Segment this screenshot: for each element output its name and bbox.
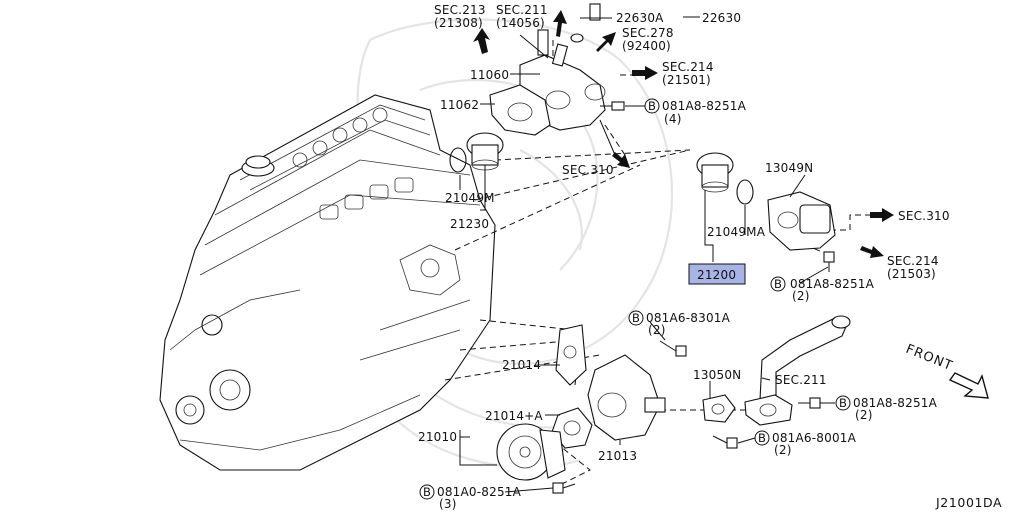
label-081a6-8301a: 081A6-8301A [646, 311, 731, 325]
label-21230: 21230 [450, 217, 489, 231]
label-13049n: 13049N [765, 161, 813, 175]
label-11060: 11060 [470, 68, 509, 82]
circle-b-icon: B [644, 98, 660, 114]
arrow-sec211-top [553, 10, 567, 37]
label-sec211-top: SEC.211 [496, 3, 548, 17]
svg-text:B: B [758, 431, 766, 445]
label-081a8-8251a-right-qty: (2) [792, 289, 810, 303]
circle-b-icon: B [754, 430, 770, 446]
label-21010: 21010 [418, 430, 457, 444]
label-081a0-8251a: 081A0-8251A [437, 485, 522, 499]
label-sec213-sub: (21308) [434, 16, 483, 30]
label-sec214-right: SEC.214 [887, 254, 939, 268]
label-081a6-8001a-qty: (2) [774, 443, 792, 457]
label-21013: 21013 [598, 449, 637, 463]
label-21014: 21014 [502, 358, 541, 372]
bolt-081a0-8251a[interactable] [552, 482, 576, 494]
water-pump-21010[interactable] [496, 423, 566, 481]
label-21014a: 21014+A [485, 409, 543, 423]
svg-text:B: B [774, 277, 782, 291]
bolt-081a6-8301a[interactable] [659, 340, 687, 357]
o-ring-21049m[interactable] [449, 147, 467, 173]
label-22630: 22630 [702, 11, 741, 25]
label-21049m: 21049M [445, 191, 495, 205]
label-081a6-8001a: 081A6-8001A [772, 431, 857, 445]
bolt-081a8-8251a-top[interactable] [600, 101, 625, 111]
label-22630a: 22630A [616, 11, 664, 25]
label-081a8-8251a-top-qty: (4) [664, 112, 682, 126]
label-front: FRONT [904, 342, 955, 374]
arrows [473, 10, 989, 399]
label-13050n: 13050N [693, 368, 741, 382]
circle-b-icon: B [835, 395, 851, 411]
o-ring-21049ma[interactable] [736, 179, 754, 205]
bolt-081a8-8251a-right[interactable] [823, 251, 835, 272]
label-sec310-mid: SEC.310 [562, 163, 614, 177]
bolt-081a8-8251a-low[interactable] [798, 397, 821, 409]
arrow-sec310-right [870, 208, 894, 222]
engine-block [159, 94, 496, 471]
svg-text:B: B [648, 99, 656, 113]
thermostat-housing-13049n[interactable] [767, 191, 836, 251]
label-081a8-8251a-top: 081A8-8251A [662, 99, 747, 113]
label-081a8-8251a-low: 081A8-8251A [853, 396, 938, 410]
gasket-13050n[interactable] [702, 394, 736, 423]
label-sec211-low: SEC.211 [775, 373, 827, 387]
label-sec213: SEC.213 [434, 3, 486, 17]
circle-b-icon: B [419, 484, 435, 500]
label-081a8-8251a-right: 081A8-8251A [790, 277, 875, 291]
sensor-22630[interactable] [570, 3, 601, 43]
gasket-21014[interactable] [555, 324, 587, 386]
label-sec278: SEC.278 [622, 26, 674, 40]
thermostat-21230[interactable] [466, 132, 504, 171]
arrow-sec310-mid [612, 152, 630, 168]
part-21200-highlight[interactable]: 21200 [688, 263, 746, 285]
leader-lines [459, 16, 835, 493]
arrow-sec278 [596, 32, 616, 52]
arrow-sec213 [473, 28, 490, 54]
svg-text:B: B [632, 311, 640, 325]
label-sec214-top: SEC.214 [662, 60, 714, 74]
circle-b-icon: B [628, 310, 644, 326]
circle-b-icon: B [770, 276, 786, 292]
label-sec310-right: SEC.310 [898, 209, 950, 223]
label-sec211-top-sub: (14056) [496, 16, 545, 30]
arrow-sec214-right [860, 246, 884, 258]
label-081a0-8251a-qty: (3) [439, 497, 457, 511]
water-pump-housing-21013[interactable] [587, 354, 666, 441]
labels: SEC.213 (21308) SEC.211 (14056) 22630A 2… [418, 3, 1002, 511]
front-arrow [948, 372, 989, 399]
label-sec278-sub: (92400) [622, 39, 671, 53]
svg-text:B: B [423, 485, 431, 499]
thermostat-21200[interactable] [696, 152, 734, 193]
label-11062: 11062 [440, 98, 479, 112]
gasket-11062[interactable] [489, 84, 551, 136]
label-21049ma: 21049MA [707, 225, 766, 239]
diagram-code: J21001DA [935, 495, 1002, 510]
label-sec214-right-sub: (21503) [887, 267, 936, 281]
svg-text:B: B [839, 396, 847, 410]
arrow-sec214-top [632, 66, 658, 80]
label-sec214-top-sub: (21501) [662, 73, 711, 87]
label-21200: 21200 [697, 268, 736, 282]
label-081a6-8301a-qty: (2) [648, 323, 666, 337]
bolt-081a6-8001a[interactable] [712, 435, 738, 449]
water-inlet-pipe[interactable] [744, 315, 851, 426]
label-081a8-8251a-low-qty: (2) [855, 408, 873, 422]
